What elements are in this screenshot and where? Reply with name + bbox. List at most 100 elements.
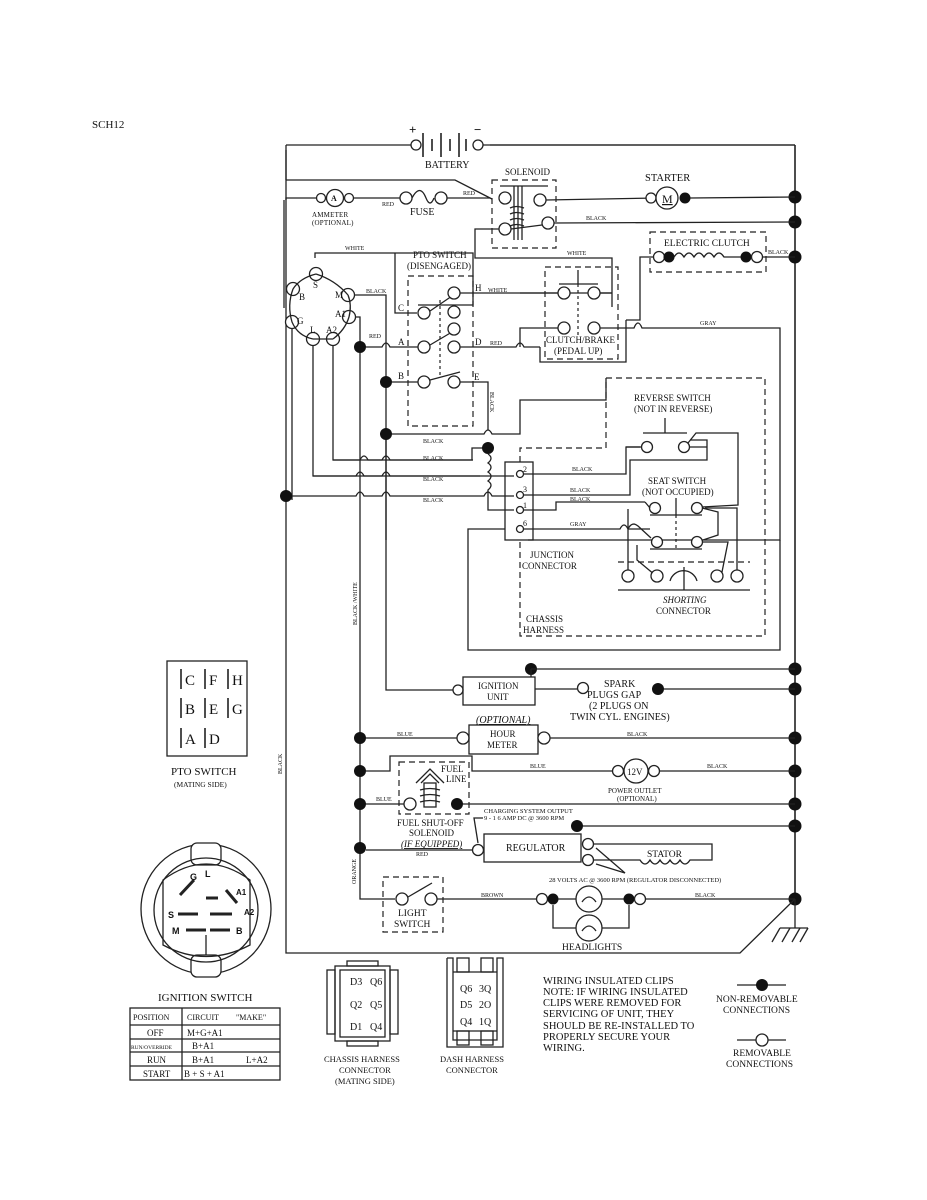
shorting-connector-label: SHORTING <box>663 595 707 605</box>
pto-pin-h: H <box>232 673 243 689</box>
reverse-seat-switches: REVERSE SWITCH (NOT IN REVERSE) SEAT SWI… <box>618 393 750 616</box>
wire-label-red: RED <box>369 334 382 340</box>
table-row-circuit: M+G+A1 <box>187 1028 223 1038</box>
table-row-position: START <box>143 1069 171 1079</box>
electric-clutch: ELECTRIC CLUTCH BLACK <box>626 231 795 321</box>
ignition-unit-label: IGNITION <box>478 681 519 691</box>
regulator-label: REGULATOR <box>506 843 566 854</box>
ign-term-a2: A2 <box>244 908 255 917</box>
dash-connector-label1: DASH HARNESS <box>440 1054 504 1064</box>
pto-pin-a: A <box>185 732 196 748</box>
ground-bus <box>285 144 809 954</box>
terminal-b: B <box>299 292 305 302</box>
wire-label-black: BLACK <box>768 250 789 256</box>
left-bus: ORANGE BLACK <box>278 353 366 884</box>
pto-pin-b: B <box>185 702 195 718</box>
pto-switch-sublabel: (DISENGAGED) <box>407 261 471 271</box>
legend-removable: REMOVABLE <box>733 1049 791 1059</box>
terminal-s: S <box>313 280 318 290</box>
fuel-solenoid-label2: SOLENOID <box>409 828 454 838</box>
dash-pin: Q6 <box>460 984 472 995</box>
pin-2: 2 <box>523 465 527 474</box>
chassis-pin: D3 <box>350 977 362 988</box>
pto-terminal-a: A <box>398 337 405 347</box>
shorting-connector-sublabel: CONNECTOR <box>656 606 711 616</box>
table-row-circuit: B+A1 <box>192 1041 214 1051</box>
dash-pin: 1Q <box>479 1017 492 1028</box>
hour-meter-sublabel: METER <box>487 740 518 750</box>
ignition-unit: IGNITION UNIT SPARK PLUGS GAP (2 PLUGS O… <box>452 663 795 723</box>
electric-clutch-label: ELECTRIC CLUTCH <box>664 239 750 249</box>
wire-label-blue: BLUE <box>397 732 413 738</box>
dash-connector-label2: CONNECTOR <box>446 1065 498 1075</box>
black-bus: BLACK BLACK BLACK BLACK BLACK /WHITE <box>280 378 607 691</box>
table-header-circuit: CIRCUIT <box>187 1013 219 1022</box>
starter: STARTER M <box>645 173 796 210</box>
legend-non-removable-2: CONNECTIONS <box>723 1006 790 1016</box>
stator-label: STATOR <box>647 850 683 860</box>
fuse-label: FUSE <box>410 207 434 218</box>
wire-label-black: BLACK <box>695 893 716 899</box>
power-outlet-label: POWER OUTLET <box>608 787 662 795</box>
chassis-harness-sublabel: HARNESS <box>523 625 564 635</box>
legend-non-removable: NON-REMOVABLE <box>716 995 798 1005</box>
note-line: WIRING. <box>543 1043 585 1054</box>
note-line: SERVICING OF UNIT, THEY <box>543 1009 675 1020</box>
note-line: NOTE: IF WIRING INSULATED <box>543 987 688 998</box>
fuel-line-label1: FUEL <box>441 764 464 774</box>
pto-mating-label: PTO SWITCH <box>171 766 237 778</box>
starter-label: STARTER <box>645 173 690 184</box>
clutch-brake-switch: GRAY CLUTCH/BRAKE (PEDAL UP) <box>519 266 781 541</box>
solenoid-label: SOLENOID <box>505 167 550 177</box>
chassis-pin: Q6 <box>370 977 382 988</box>
regulator-stator: CHARGING SYSTEM OUTPUT 9 - 1 6 AMP DC @ … <box>366 808 795 884</box>
pto-pin-d: D <box>209 732 220 748</box>
wire-label-black: BLACK <box>570 497 591 503</box>
table-row-position: OFF <box>147 1028 164 1038</box>
battery-label: BATTERY <box>425 160 469 171</box>
pto-terminal-c: C <box>398 303 404 313</box>
wire-label-black: BLACK <box>570 488 591 494</box>
battery-plus: + <box>409 122 416 137</box>
table-row-position: RUN <box>147 1055 167 1065</box>
junction-connector: 2 3 1 6 BLACK BLACK BLACK GRAY JUNCTION … <box>467 377 781 651</box>
wire-label-orange: ORANGE <box>352 859 358 884</box>
terminal-a2: A2 <box>326 325 337 335</box>
terminal-a1: A1 <box>335 309 346 319</box>
dash-harness-connector: Q6 3Q D5 2O Q4 1Q DASH HARNESS CONNECTOR <box>440 957 504 1075</box>
table-header-position: POSITION <box>133 1013 170 1022</box>
note-line: CLIPS WERE REMOVED FOR <box>543 998 681 1009</box>
power-outlet-symbol: 12V <box>627 767 643 777</box>
charging-line1: CHARGING SYSTEM OUTPUT <box>484 808 573 815</box>
reverse-switch-label: REVERSE SWITCH <box>634 393 711 403</box>
starter-symbol: M <box>662 192 673 206</box>
chassis-pin: D1 <box>350 1022 362 1033</box>
charging-line2: 9 - 1 6 AMP DC @ 3600 RPM <box>484 815 564 822</box>
pto-terminal-h: H <box>475 283 482 293</box>
non-removable-connection-icon <box>756 979 768 991</box>
pto-pin-c: C <box>185 673 195 689</box>
pin-1: 1 <box>523 501 527 510</box>
battery-minus: − <box>474 122 481 137</box>
terminal-g: G <box>297 316 304 326</box>
ignition-switch-diagram: G L A1 S A2 M B IGNITION SWITCH <box>140 842 272 1004</box>
wire-label-red: RED <box>490 341 503 347</box>
ign-term-s: S <box>168 910 174 920</box>
seat-switch-label: SEAT SWITCH <box>648 476 707 486</box>
pto-switch: PTO SWITCH (DISENGAGED) C H WHITE RED A … <box>354 250 612 430</box>
ignition-unit-sublabel: UNIT <box>487 692 509 702</box>
wire-label-white: WHITE <box>345 246 365 252</box>
pto-pin-e: E <box>209 702 218 718</box>
hour-meter-label: HOUR <box>490 729 516 739</box>
dash-pin: Q4 <box>460 1017 472 1028</box>
pto-terminal-e: E <box>474 372 480 382</box>
junction-label: JUNCTION <box>530 550 574 560</box>
terminal-l: L <box>310 325 316 335</box>
wire-label-black: BLACK <box>423 498 444 504</box>
wiring-note: WIRING INSULATED CLIPS NOTE: IF WIRING I… <box>543 976 695 1054</box>
wire-label-red: RED <box>463 191 476 197</box>
headlights-label: HEADLIGHTS <box>562 943 622 953</box>
wire-label-red: RED <box>416 852 429 858</box>
hour-meter-optional: (OPTIONAL) <box>476 715 531 726</box>
